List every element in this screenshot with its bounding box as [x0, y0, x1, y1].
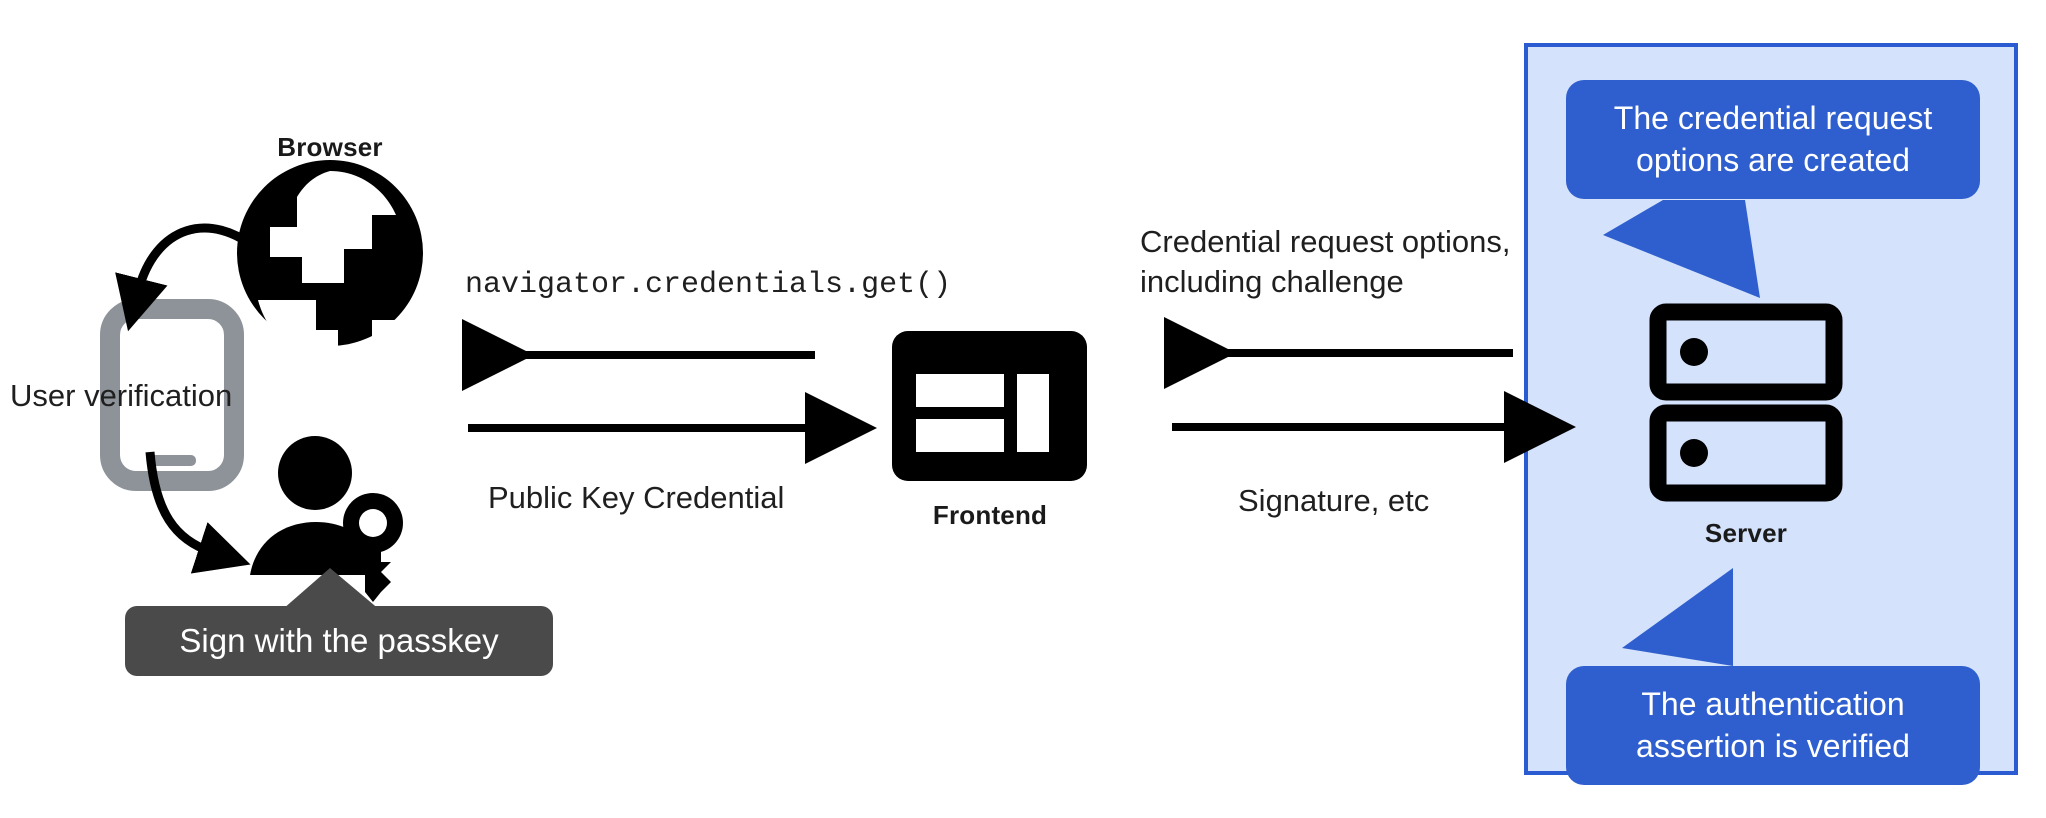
- public-key-credential-label: Public Key Credential: [488, 480, 785, 515]
- tooltip-pointer: [275, 568, 387, 616]
- sign-with-passkey-tooltip: Sign with the passkey: [125, 606, 553, 676]
- smartphone-icon: [100, 299, 244, 491]
- navigator-get-label: navigator.credentials.get(): [465, 268, 952, 302]
- phone-to-user-arrow: [145, 451, 251, 574]
- credential-request-options-line2: including challenge: [1140, 263, 1404, 299]
- callout-assertion-verified: The authentication assertion is verified: [1566, 666, 1980, 786]
- callout-top-tail: [1603, 200, 1760, 298]
- browser-to-phone-arrow: [115, 223, 261, 332]
- callout-bottom-tail: [1622, 568, 1733, 666]
- globe-icon: [237, 160, 423, 359]
- user-verification-label: User verification: [10, 378, 233, 413]
- browser-label: Browser: [277, 132, 383, 162]
- server-rack-icon: [1649, 303, 1843, 502]
- person-with-key-icon: [250, 436, 403, 602]
- frontend-label: Frontend: [932, 500, 1048, 530]
- signature-label: Signature, etc: [1238, 483, 1430, 518]
- callout-credential-options-created: The credential request options are creat…: [1566, 80, 1980, 200]
- web-layout-icon: [892, 331, 1087, 481]
- credential-request-options-line1: Credential request options,: [1140, 224, 1511, 259]
- server-label: Server: [1704, 518, 1788, 548]
